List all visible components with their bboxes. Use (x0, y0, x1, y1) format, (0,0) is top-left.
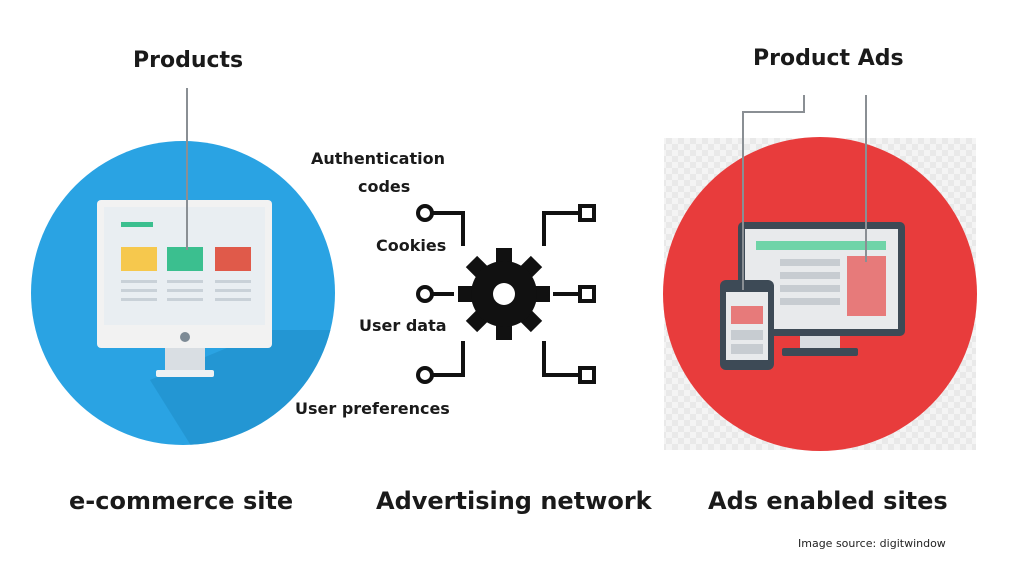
ads-sites-footer: Ads enabled sites (708, 487, 948, 515)
label-codes: codes (358, 177, 411, 196)
label-user-preferences: User preferences (295, 399, 450, 418)
label-authentication: Authentication (311, 149, 445, 168)
label-user-data: User data (359, 316, 447, 335)
ecommerce-footer: e-commerce site (69, 487, 294, 515)
product-ads-heading: Product Ads (753, 46, 904, 71)
tablet-icon (720, 280, 774, 370)
products-heading: Products (133, 48, 244, 73)
gear-icon (458, 248, 550, 340)
image-source-credit: Image source: digitwindow (798, 537, 946, 550)
monitor-icon (97, 200, 272, 377)
label-cookies: Cookies (376, 236, 447, 255)
advertising-network-footer: Advertising network (376, 487, 652, 515)
